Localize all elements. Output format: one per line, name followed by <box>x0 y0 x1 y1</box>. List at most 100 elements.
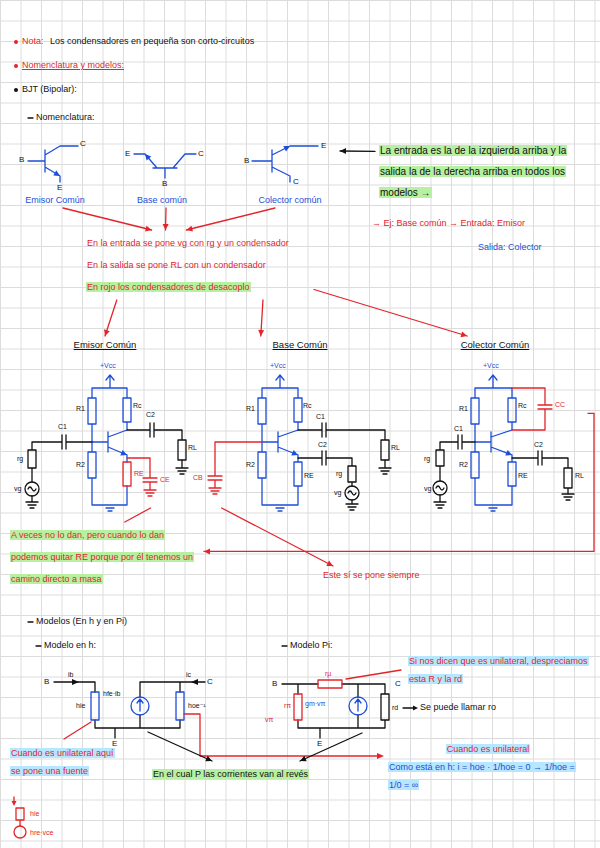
text-label: → Ej: Base común → Entrada: Emisor <box>372 219 525 228</box>
note-box: A veces no lo dan, pero cuando lo dan po… <box>6 522 204 592</box>
current-source <box>131 697 149 715</box>
leader-arrow <box>205 706 418 762</box>
leader-arrow <box>377 753 384 759</box>
circuit-region: Colector Común <box>402 336 588 508</box>
text-label: Modelos (En h y en Pi) <box>36 617 127 626</box>
text-label: rd <box>392 704 398 711</box>
text-label: E <box>321 142 326 150</box>
note-box: En la entrada se pone vg con rg y un con… <box>82 230 314 300</box>
voltage-source <box>433 481 447 495</box>
circuit-region: Base Común <box>202 336 398 508</box>
text-label: +Vcc <box>100 362 116 369</box>
text-line: Este sí se pone siempre <box>322 568 464 582</box>
text-label: Nomenclatura: <box>36 113 95 122</box>
text-label: Nomenclatura y modelos: <box>22 61 124 70</box>
arrow-head <box>186 226 193 232</box>
text-label: C1 <box>316 413 325 420</box>
symbol-caption: Base común <box>122 132 202 208</box>
text-label: C1 <box>454 425 463 432</box>
node-text: Cuando es unilateral aquí se pone una fu… <box>10 748 115 776</box>
bias-network <box>88 375 131 511</box>
text-label: E <box>112 740 117 748</box>
text-label: ic <box>186 671 191 678</box>
text-line: La entrada es la de la izquierda arriba … <box>379 140 589 203</box>
text-label: RL <box>575 472 584 479</box>
leader-arrow <box>12 801 17 806</box>
connector-arrow <box>340 148 375 154</box>
arrow-head <box>258 330 264 336</box>
node-text: Emisor Común <box>73 339 138 350</box>
text-label: C <box>198 150 204 158</box>
text-line: En la salida se pone RL con un condensad… <box>86 254 310 276</box>
note-box: Este sí se pone siempre <box>318 566 468 584</box>
text-line: Cuando es unilateral <box>388 740 588 758</box>
text-label: CE <box>160 476 170 483</box>
node-text: Como está en h: i = hoe · 1/hoe = 0 → 1/… <box>388 762 576 790</box>
circuit-region: Emisor Común <box>10 336 200 508</box>
arrow-head <box>104 329 110 336</box>
text-label: +Vcc <box>270 362 286 369</box>
voltage-source <box>345 486 359 500</box>
node-text: Base Común <box>272 339 329 350</box>
transistor-symbol <box>28 146 78 182</box>
node-text: Colector común <box>257 195 322 205</box>
text-label: RE <box>304 472 314 479</box>
text-label: hie <box>76 702 85 709</box>
text-label: B <box>162 180 167 188</box>
signal-wiring <box>434 435 574 508</box>
text-line: Colector común <box>244 194 336 206</box>
text-line: Emisor Común <box>19 194 91 206</box>
signal-wiring <box>26 423 188 508</box>
text-line: Si nos dicen que es unilateral, despreci… <box>408 652 590 688</box>
text-label: CB <box>193 474 203 481</box>
text-label: C <box>395 680 401 688</box>
text-label: hfe·ib <box>103 690 121 697</box>
current-source <box>349 697 367 715</box>
text-label: rg <box>17 455 23 462</box>
note-box: Cuando es unilateral aquí se pone una fu… <box>6 742 126 782</box>
text-label: RL <box>188 444 197 451</box>
text-label: C1 <box>58 423 67 430</box>
text-line: Como está en h: i = hoe · 1/hoe = 0 → 1/… <box>388 758 588 794</box>
node-text: Si nos dicen que es unilateral, despreci… <box>408 656 589 684</box>
arrow-head <box>163 224 169 230</box>
arrow-head <box>460 331 467 337</box>
text-label: B <box>244 157 249 165</box>
model-wiring <box>282 684 389 738</box>
text-label: B <box>272 680 277 688</box>
leader-line <box>64 670 401 756</box>
arrow-head <box>326 561 333 566</box>
text-line: En rojo los condensadores de desacoplo <box>86 276 310 298</box>
connector-arrow <box>204 413 594 554</box>
bypass-capacitor <box>512 388 552 430</box>
connector-arrow <box>258 300 264 336</box>
text-label: R1 <box>246 405 255 412</box>
text-label: C <box>80 140 86 148</box>
note-box: La entrada es la de la izquierda arriba … <box>375 138 593 205</box>
model-resistors <box>294 680 342 720</box>
emitter-arrow <box>120 450 127 456</box>
text-label: Salida: Colector <box>478 243 542 252</box>
connector-line <box>63 208 152 230</box>
node-text: La entrada es la de la izquierda arriba … <box>379 145 567 198</box>
transistor-symbol <box>134 154 196 178</box>
text-label: Rc <box>133 402 142 409</box>
text-label: RE <box>134 470 144 477</box>
text-line: Emisor Común <box>14 338 196 351</box>
text-label: rπ <box>284 702 291 709</box>
voltage-source <box>14 826 26 838</box>
node-text: En el cual P las corrientes van al revés <box>152 769 309 779</box>
connector-line <box>222 508 333 566</box>
node-text: Cuando es unilateral <box>446 744 531 754</box>
node-text: A veces no lo dan, pero cuando lo dan po… <box>10 530 194 584</box>
voltage-source <box>25 482 39 496</box>
connector-arrow <box>314 290 467 338</box>
node-text: Colector Común <box>460 339 531 350</box>
signal-wiring <box>298 423 391 510</box>
emitter-arrow <box>283 146 290 151</box>
bullet-dot <box>14 40 18 44</box>
connector-line <box>204 413 594 551</box>
bias-network <box>471 375 516 511</box>
source-arrow <box>355 699 361 711</box>
